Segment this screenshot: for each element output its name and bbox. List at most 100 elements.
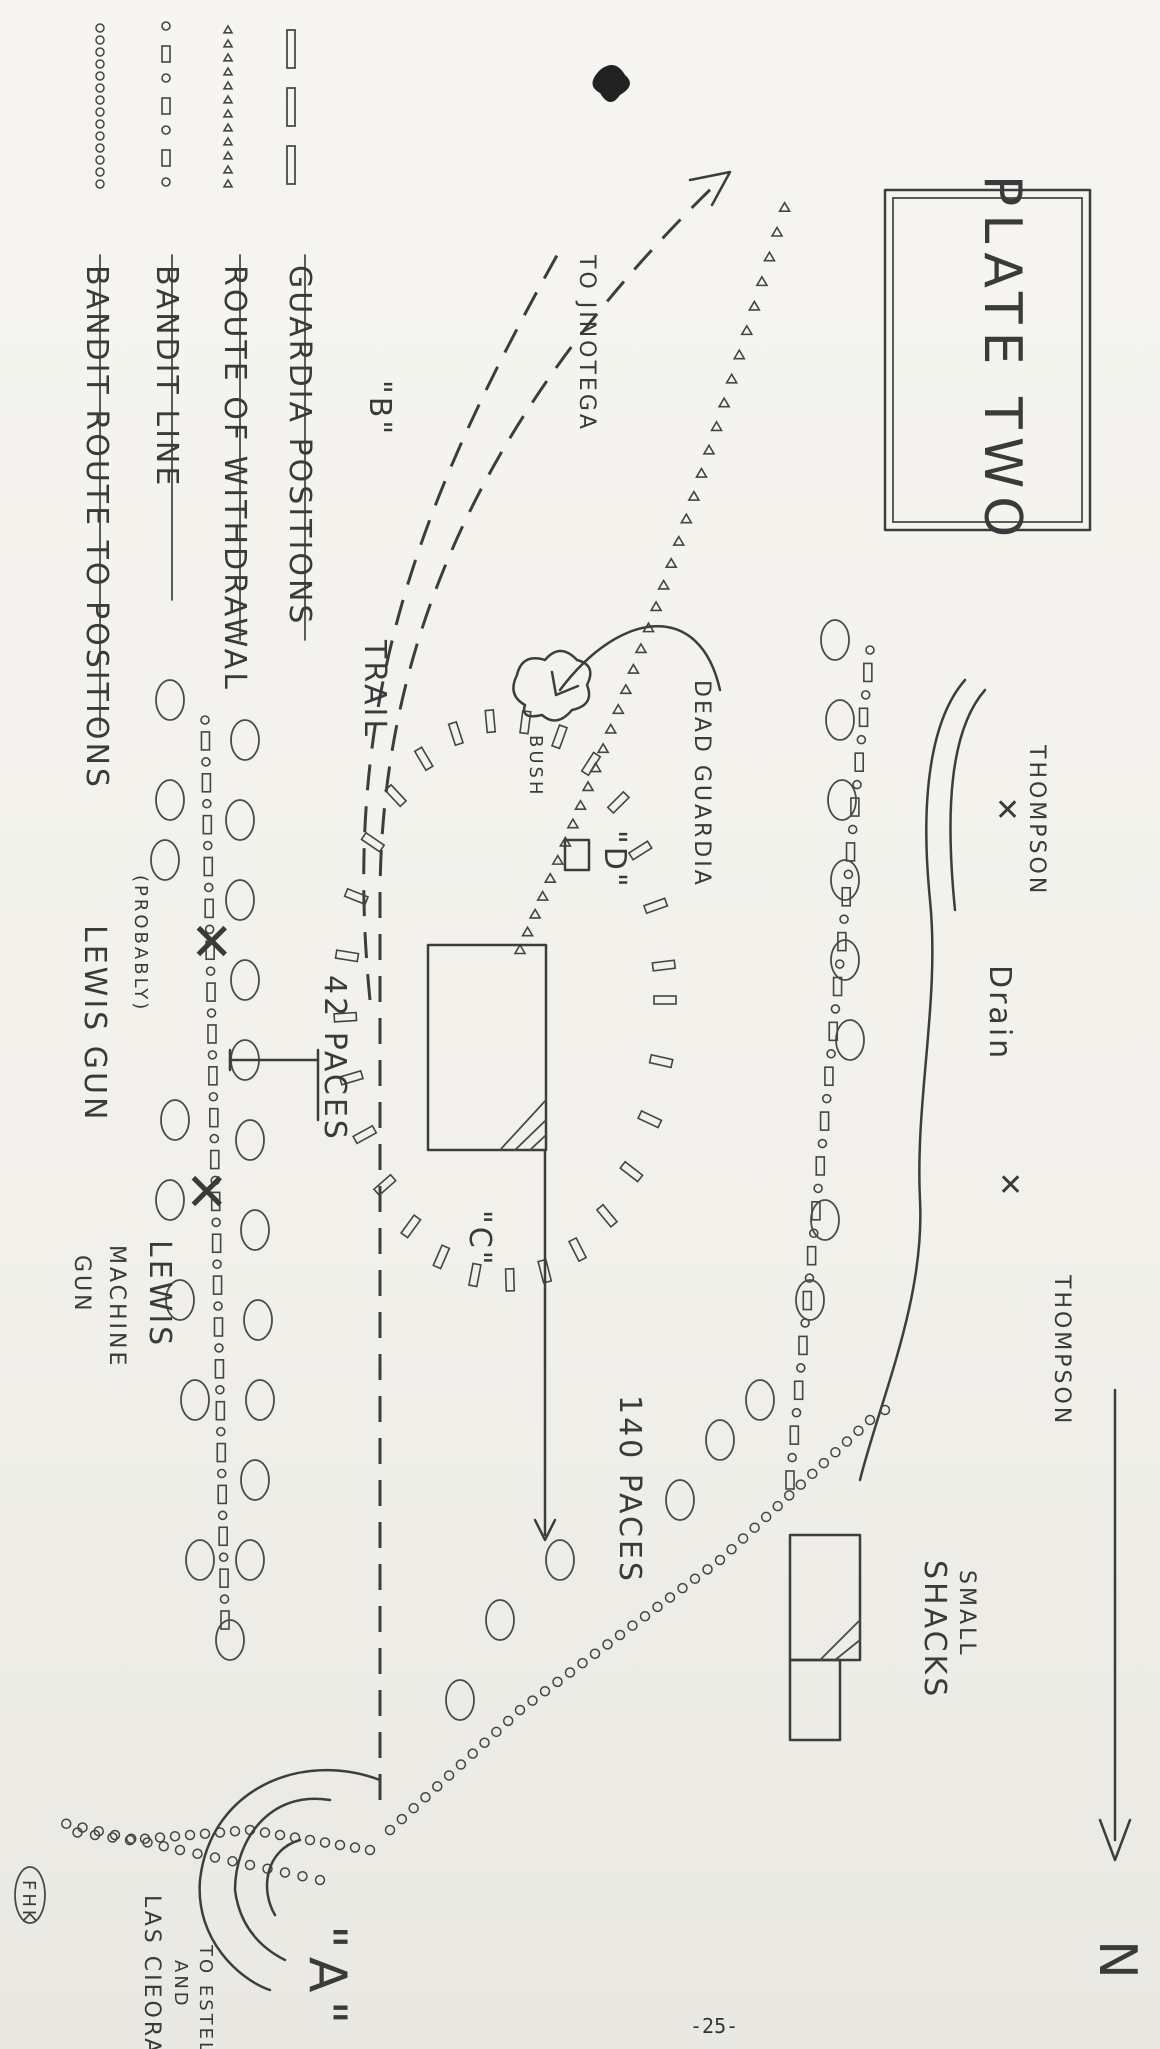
rock [835,1019,865,1061]
withdrawal-marker [695,467,708,478]
route-dot [807,1468,818,1480]
route-dot [95,23,105,33]
legend-label-bandit-line: BANDIT LINE [149,265,184,488]
route-dot [714,1554,726,1566]
route-dot [109,1829,121,1841]
lewis-gun-position-marker: ✕ [190,913,242,973]
bandit-marker [850,797,860,817]
withdrawal-marker [222,52,234,62]
rock [545,1539,575,1581]
bandit-marker [219,1568,229,1588]
withdrawal-marker [763,250,776,262]
route-dot [95,155,105,165]
initials-label: FHK [18,1880,39,1925]
bandit-marker [863,662,873,683]
route-dot [199,1828,211,1839]
bandit-marker [806,1245,817,1266]
route-dot [174,1844,186,1856]
route-dot [244,1859,256,1871]
route-dot [95,35,105,45]
bandit-marker [785,1470,795,1490]
guardia-position [432,1244,451,1270]
route-dot [726,1543,737,1555]
route-dot [432,1781,443,1792]
withdrawal-marker [222,122,234,132]
route-dot [589,1648,601,1659]
route-dot [830,1447,841,1458]
withdrawal-marker [222,108,234,118]
withdrawal-marker [574,799,587,810]
legend-label-withdrawal: ROUTE OF WITHDRAWAL [217,265,252,692]
rock [665,1479,695,1521]
rock [810,1199,840,1241]
route-dot [443,1770,455,1781]
bandit-marker [209,1133,220,1144]
guardia-position [334,949,360,963]
route-dot [760,1511,772,1523]
bandit-marker [200,731,211,751]
route-dot [552,1676,563,1688]
bandit-marker [202,814,213,835]
route-dot [795,1479,807,1490]
rock [240,1209,270,1251]
bandit-marker [205,940,215,961]
guardia-position [519,709,532,735]
route-dot [455,1759,467,1770]
bandit-marker [206,982,216,1002]
rock [180,1379,210,1421]
north-label: N [1087,1940,1147,1987]
bandit-marker [808,1228,819,1239]
withdrawal-marker [581,780,595,792]
guardia-position [537,1258,553,1284]
route-dot [107,1832,118,1843]
small-shacks: SMALL SHACKS [788,1533,979,1742]
bandit-marker [817,1138,828,1149]
route-dot [652,1601,663,1613]
bandit-marker [210,1175,221,1186]
route-dot [95,59,105,69]
small-shacks-label-2: SHACKS [917,1560,952,1699]
withdrawal-marker [732,348,746,360]
bandit-marker [212,1259,222,1269]
bandit-marker [843,869,854,880]
route-dot [297,1871,308,1882]
withdrawal-marker [596,742,610,754]
rock [225,879,255,921]
route-dot [274,1829,286,1841]
withdrawal-marker [619,683,633,695]
route-dot [158,1841,169,1852]
bandit-marker [204,898,214,919]
guardia-position [651,959,677,972]
guardia-position [384,783,408,808]
withdrawal-marker [725,372,739,384]
distance-140-label: 140 PACES [612,1395,647,1584]
route-dot [142,1837,153,1848]
point-c-label: "C" [462,1210,497,1268]
route-dot [126,1833,137,1844]
withdrawal-marker [521,925,534,937]
bandit-marker [852,779,862,790]
route-dot [677,1582,688,1594]
route-dot [639,1611,651,1622]
rock [230,719,260,761]
bandit-marker [201,757,211,767]
bandit-marker [821,1093,832,1104]
withdrawal-marker [710,420,723,432]
guardia-position [580,751,602,777]
las-cieoras-label: LAS CIEORAS [139,1895,164,2049]
north-arrow: N [1087,1388,1147,1987]
bandit-marker [202,840,213,851]
withdrawal-marker [222,66,234,76]
rock [830,939,860,981]
bandit-marker [858,707,869,728]
bandit-marker [216,1442,227,1463]
legend-bandit-line-symbol [161,21,171,187]
bandit-marker [161,177,171,187]
trail-label: TRAIL [357,639,392,739]
rock [225,799,255,841]
guardia-position [338,1069,364,1086]
bandit-marker [216,1426,226,1437]
guardia-position [637,1109,663,1129]
bandit-marker [209,1107,219,1128]
withdrawal-marker [566,817,580,829]
